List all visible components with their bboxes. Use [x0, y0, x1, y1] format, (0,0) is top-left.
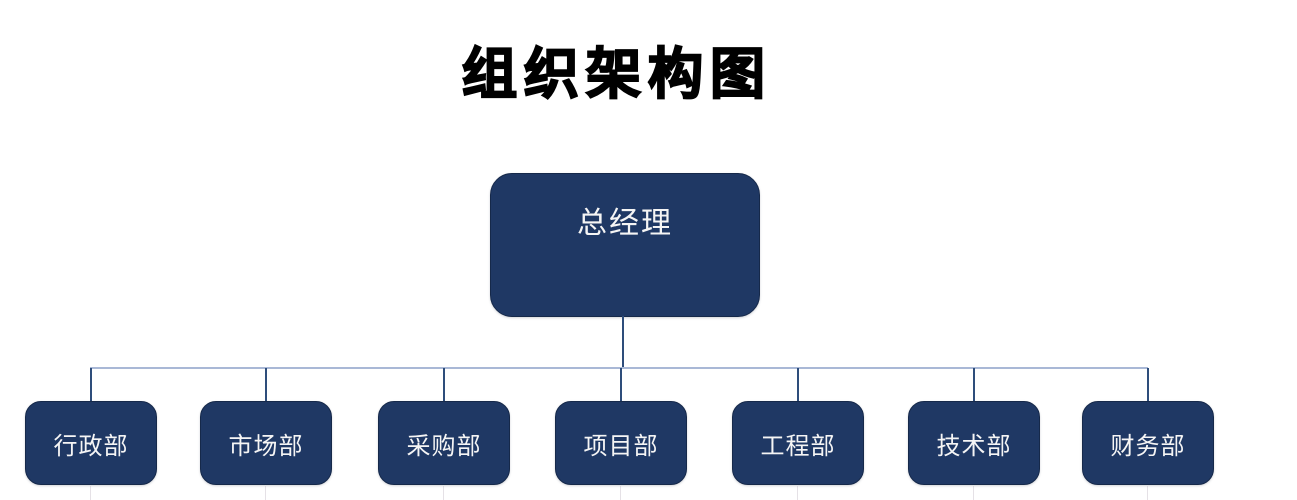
connector-drop-1: [90, 368, 92, 401]
connector-drop-5: [797, 368, 799, 401]
org-node-procurement-dept: 采购部: [378, 401, 510, 485]
connector-drop-2: [265, 368, 267, 401]
org-node-root: 总经理: [490, 173, 760, 317]
org-node-label: 行政部: [53, 432, 129, 460]
connector-stub: [973, 486, 974, 500]
org-node-finance-dept: 财务部: [1082, 401, 1214, 485]
org-node-technology-dept: 技术部: [908, 401, 1040, 485]
connector-drop-3: [443, 368, 445, 401]
connector-root-drop: [622, 316, 624, 368]
connector-drop-4: [620, 368, 622, 401]
connector-stub: [443, 486, 444, 500]
chart-title: 组织架构图: [461, 43, 773, 105]
connector-stub: [797, 486, 798, 500]
org-node-label: 项目部: [583, 432, 659, 460]
connector-stub: [620, 486, 621, 500]
connector-stub: [265, 486, 266, 500]
connector-stub: [1147, 486, 1148, 500]
org-node-admin-dept: 行政部: [25, 401, 157, 485]
connector-horizontal-rail: [90, 367, 1148, 369]
org-node-label: 采购部: [406, 432, 482, 460]
connector-drop-7: [1147, 368, 1149, 401]
connector-drop-6: [973, 368, 975, 401]
org-node-project-dept: 项目部: [555, 401, 687, 485]
connector-stub: [90, 486, 91, 500]
org-node-label: 财务部: [1110, 432, 1186, 460]
org-node-label: 市场部: [228, 432, 304, 460]
org-node-label: 技术部: [936, 432, 1012, 460]
org-node-marketing-dept: 市场部: [200, 401, 332, 485]
org-node-root-label: 总经理: [577, 207, 673, 240]
org-node-engineering-dept: 工程部: [732, 401, 864, 485]
org-node-label: 工程部: [760, 432, 836, 460]
